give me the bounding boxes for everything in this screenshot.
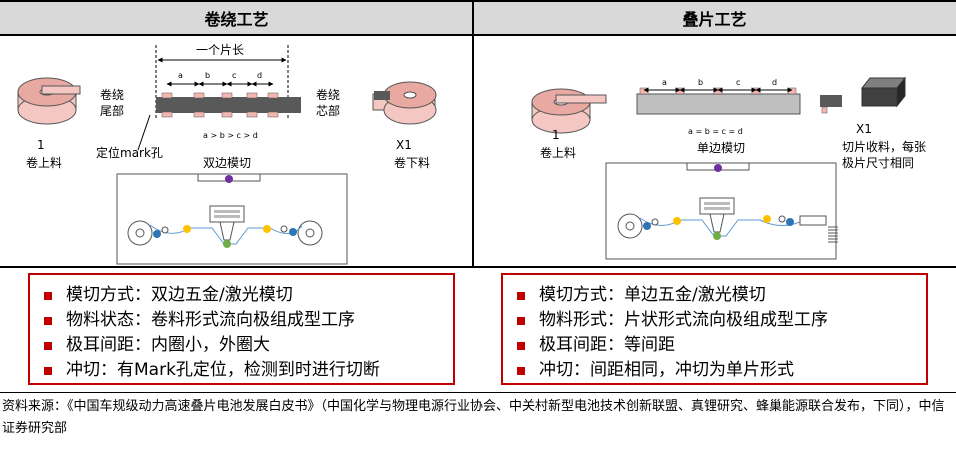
right-electrode-strip bbox=[636, 87, 801, 115]
right-die-cut-label: 单边模切 bbox=[697, 141, 746, 155]
left-bullet: 冲切：有Mark孔定位，检测到时进行切断 bbox=[44, 358, 453, 383]
right-letter-c: c bbox=[736, 78, 741, 87]
right-bullet-text: 模切方式：单边五金/激光模切 bbox=[539, 285, 766, 305]
right-bullet-text: 极耳间距：等间距 bbox=[539, 335, 675, 355]
right-letter-a: a bbox=[662, 78, 667, 87]
right-bullet: 物料形式：片状形式流向极组成型工序 bbox=[517, 308, 926, 333]
right-bullet: 极耳间距：等间距 bbox=[517, 333, 926, 358]
bullet-square-icon bbox=[44, 366, 52, 375]
left-mark-hole: 定位mark孔 bbox=[96, 146, 163, 160]
left-bullet-text: 模切方式：双边五金/激光模切 bbox=[66, 285, 293, 305]
left-core-label-2: 芯部 bbox=[316, 104, 341, 118]
source-note: 资料来源：《中国车规级动力高速叠片电池发展白皮书》（中国化学与物理电源行业协会、… bbox=[2, 399, 945, 436]
right-output-stack bbox=[820, 76, 907, 114]
left-tail-label-2: 尾部 bbox=[100, 104, 125, 118]
left-header: 卷绕工艺 bbox=[0, 0, 473, 36]
right-summary-box: 模切方式：单边五金/激光模切 物料形式：片状形式流向极组成型工序 极耳间距：等间… bbox=[501, 273, 928, 385]
left-bullet: 模切方式：双边五金/激光模切 bbox=[44, 283, 453, 308]
right-bullet: 模切方式：单边五金/激光模切 bbox=[517, 283, 926, 308]
bullet-square-icon bbox=[517, 341, 525, 350]
left-bullet: 物料状态：卷料形式流向极组成型工序 bbox=[44, 308, 453, 333]
left-one-piece-length: 一个片长 bbox=[196, 43, 245, 57]
left-unwind-label: 卷上料 bbox=[26, 156, 63, 170]
right-bullet-text: 冲切：间距相同，冲切为单片形式 bbox=[539, 360, 794, 380]
right-letter-d: d bbox=[772, 78, 778, 87]
left-letter-b: b bbox=[205, 71, 211, 80]
left-rewind-roll bbox=[372, 81, 437, 125]
left-unwind-num: 1 bbox=[37, 138, 45, 152]
left-die-cut-label: 双边模切 bbox=[203, 156, 252, 170]
right-bullet: 冲切：间距相同，冲切为单片形式 bbox=[517, 358, 926, 383]
right-letter-b: b bbox=[698, 78, 704, 87]
right-unwind-roll bbox=[531, 88, 607, 134]
left-title: 卷绕工艺 bbox=[204, 10, 269, 29]
right-header: 叠片工艺 bbox=[473, 0, 956, 36]
right-out-num: X1 bbox=[856, 122, 872, 136]
left-electrode-strip bbox=[137, 45, 301, 151]
left-relation: a > b > c > d bbox=[203, 131, 258, 140]
right-bullet-text: 物料形式：片状形式流向极组成型工序 bbox=[539, 310, 828, 330]
bullet-square-icon bbox=[517, 366, 525, 375]
left-letter-a: a bbox=[178, 71, 183, 80]
right-die-cut-machine bbox=[605, 162, 838, 260]
process-diagram bbox=[17, 45, 907, 265]
right-title: 叠片工艺 bbox=[682, 10, 747, 29]
right-relation: a = b = c = d bbox=[688, 127, 743, 136]
bullet-square-icon bbox=[44, 316, 52, 325]
left-die-cut-machine bbox=[116, 173, 348, 265]
diagram-bottom-line bbox=[0, 266, 956, 268]
right-unwind-num: 1 bbox=[552, 128, 560, 142]
bullet-square-icon bbox=[517, 316, 525, 325]
right-out-label-1: 切片收料，每张 bbox=[842, 140, 927, 154]
left-tail-label-1: 卷绕 bbox=[100, 88, 125, 102]
left-rewind-num: X1 bbox=[396, 138, 412, 152]
left-bullet-text: 物料状态：卷料形式流向极组成型工序 bbox=[66, 310, 355, 330]
bullet-square-icon bbox=[44, 341, 52, 350]
left-letter-d: d bbox=[257, 71, 263, 80]
left-rewind-label: 卷下料 bbox=[394, 156, 431, 170]
left-bullet: 极耳间距：内圈小，外圈大 bbox=[44, 333, 453, 358]
left-core-label-1: 卷绕 bbox=[316, 88, 341, 102]
bullet-square-icon bbox=[517, 291, 525, 300]
right-unwind-label: 卷上料 bbox=[540, 146, 577, 160]
left-bullet-text: 冲切：有Mark孔定位，检测到时进行切断 bbox=[66, 360, 380, 380]
source-divider bbox=[0, 392, 956, 393]
right-out-label-2: 极片尺寸相同 bbox=[842, 156, 915, 170]
left-bullet-text: 极耳间距：内圈小，外圈大 bbox=[66, 335, 270, 355]
left-unwind-roll bbox=[17, 77, 81, 125]
left-summary-box: 模切方式：双边五金/激光模切 物料状态：卷料形式流向极组成型工序 极耳间距：内圈… bbox=[28, 273, 455, 385]
column-divider bbox=[472, 0, 474, 268]
bullet-square-icon bbox=[44, 291, 52, 300]
left-letter-c: c bbox=[232, 71, 237, 80]
